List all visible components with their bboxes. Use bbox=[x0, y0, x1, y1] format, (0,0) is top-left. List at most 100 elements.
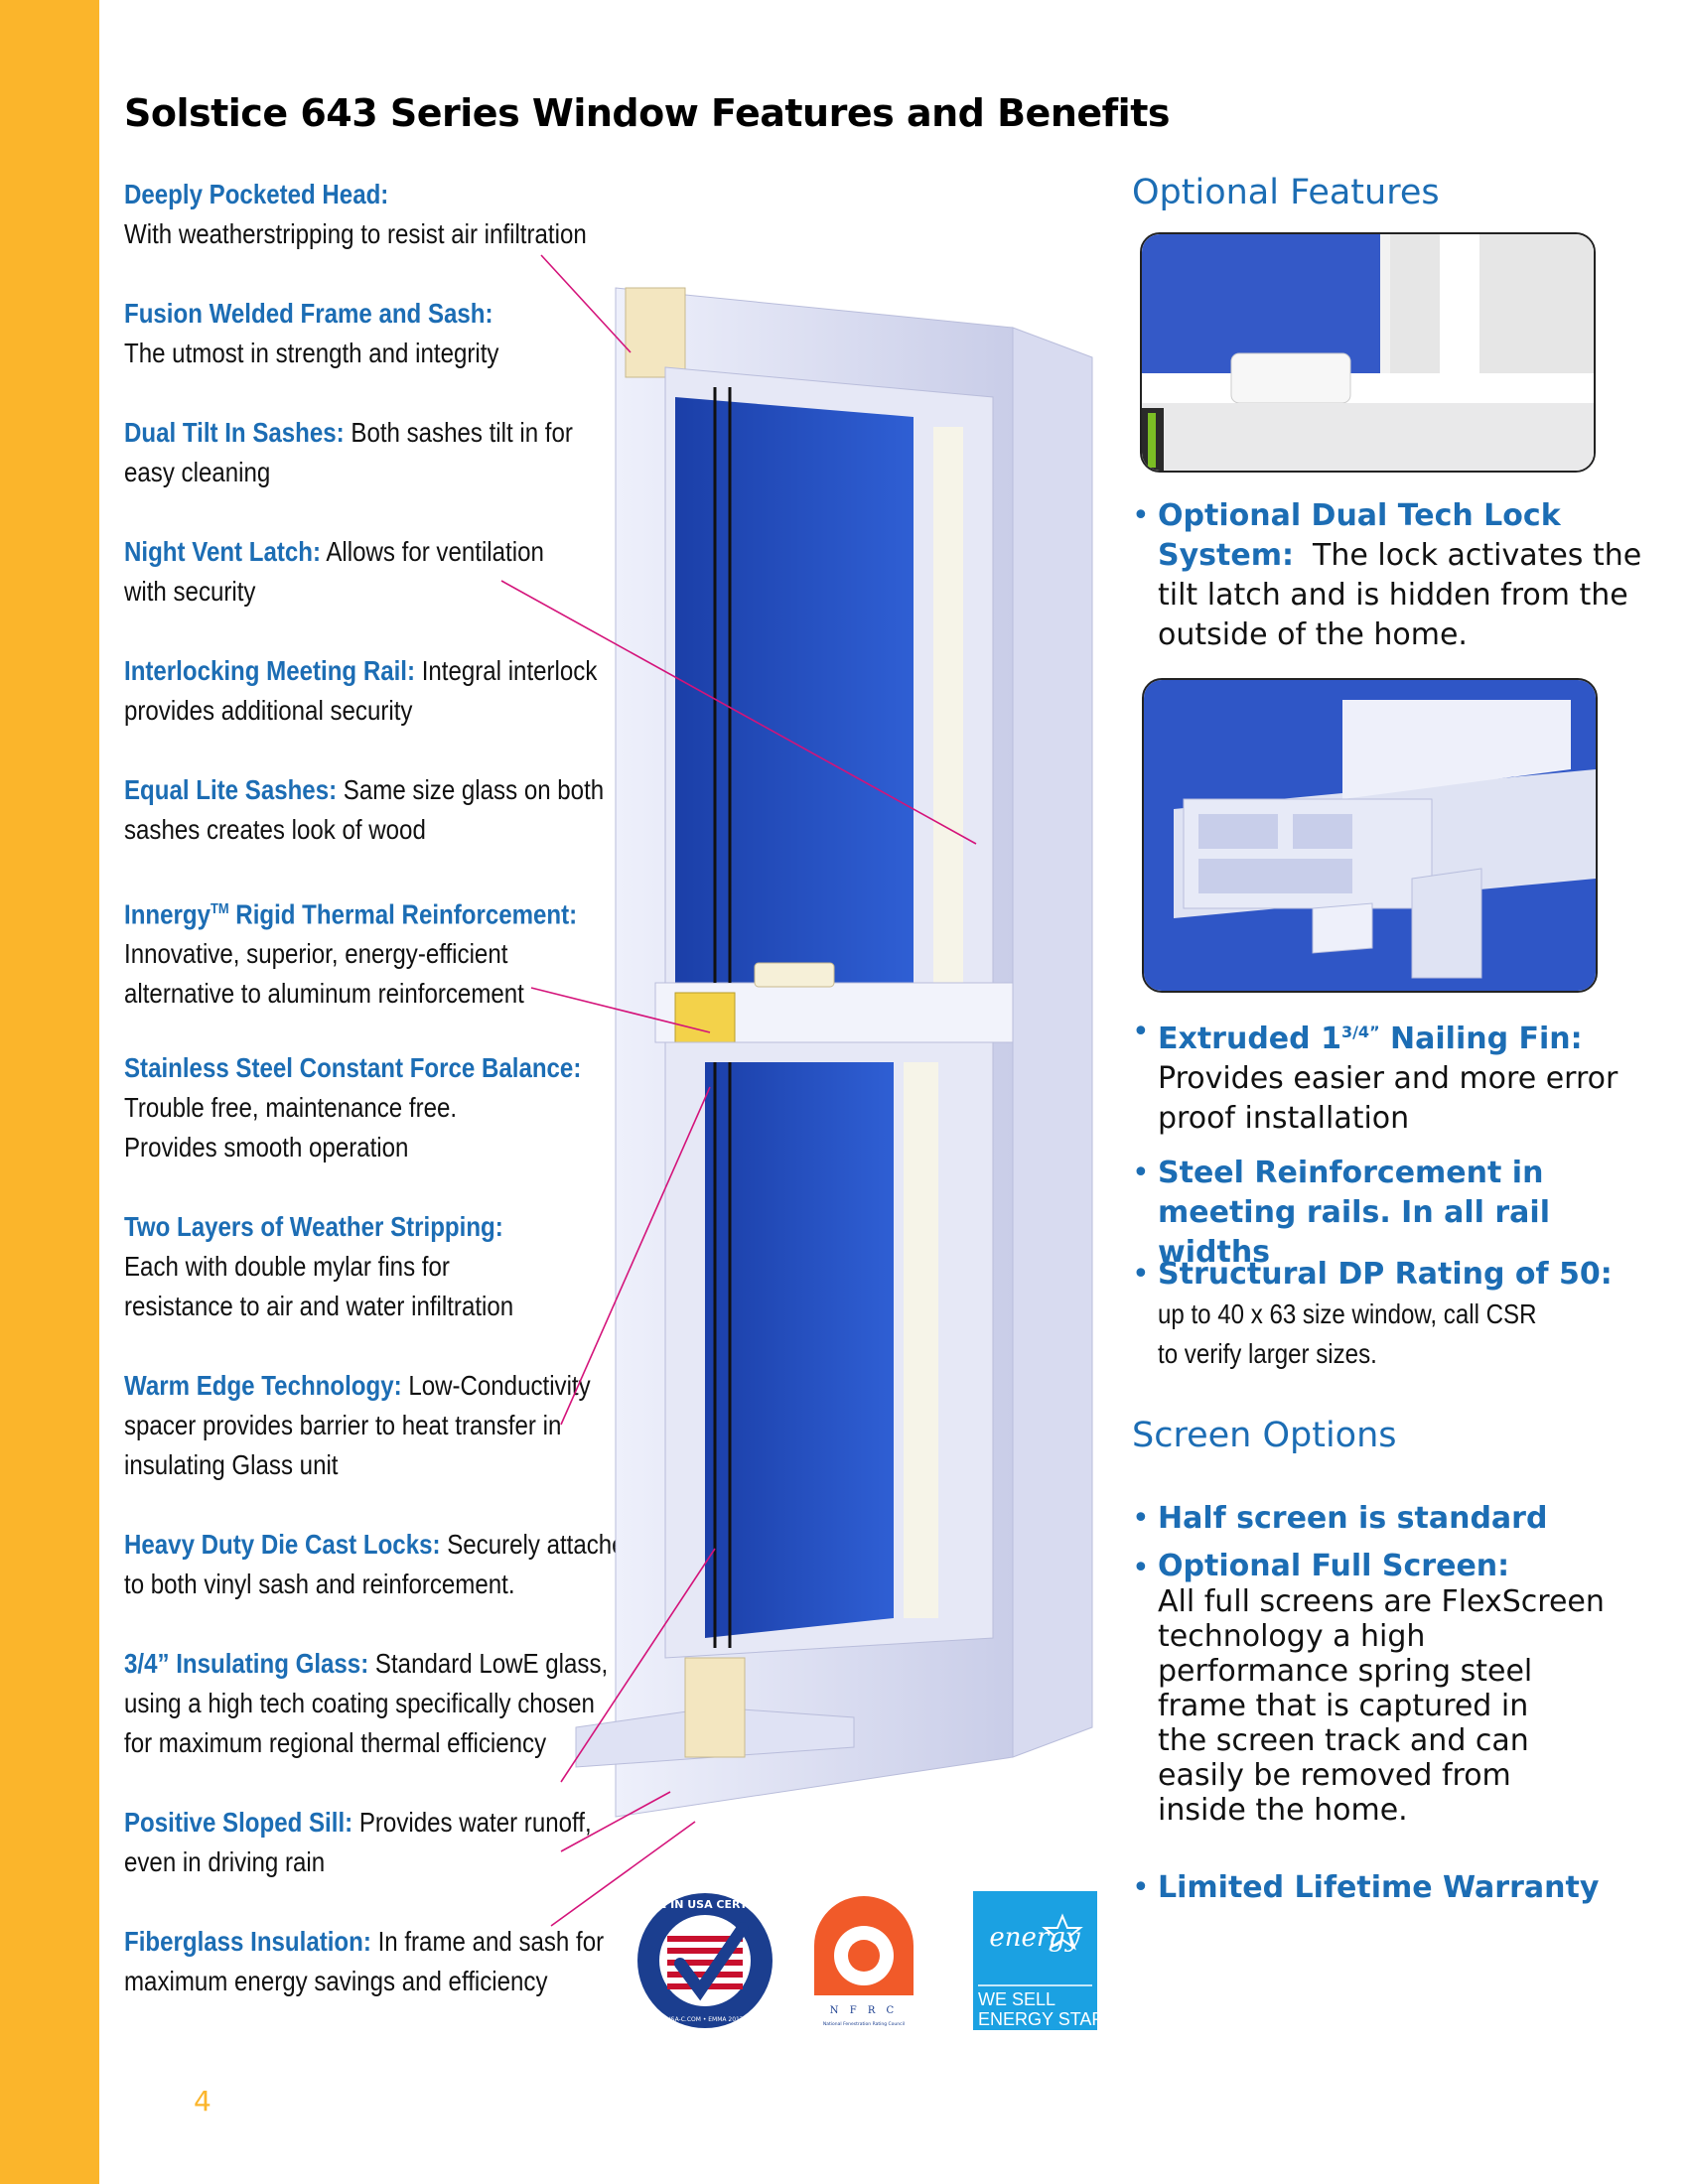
energy-star-line1: WE SELL bbox=[978, 1989, 1055, 2009]
bullet-dot: • bbox=[1132, 1551, 1150, 1585]
feature-label: Fusion Welded Frame and Sash: bbox=[124, 298, 493, 329]
sash-lock bbox=[754, 962, 835, 988]
feature-item: Dual Tilt In Sashes: Both sashes tilt in… bbox=[124, 413, 573, 492]
optional-feature-label: Extruded 1 bbox=[1158, 1022, 1341, 1056]
feature-item: Fiberglass Insulation: In frame and sash… bbox=[124, 1922, 604, 2001]
page-number: 4 bbox=[194, 2085, 211, 2117]
trademark-sup: TM bbox=[210, 900, 229, 917]
optional-feature-label: meeting rails. In all rail widths bbox=[1158, 1195, 1550, 1270]
feature-desc: Provides smooth operation bbox=[124, 1132, 409, 1162]
feature-desc: with security bbox=[124, 576, 256, 607]
feature-desc: using a high tech coating specifically c… bbox=[124, 1688, 595, 1718]
feature-desc: to both vinyl sash and reinforcement. bbox=[124, 1569, 515, 1599]
feature-item: Positive Sloped Sill: Provides water run… bbox=[124, 1803, 592, 1882]
feature-label: Positive Sloped Sill: bbox=[124, 1807, 353, 1838]
bullet-dot: • bbox=[1132, 1870, 1150, 1905]
feature-desc: Low-Conductivity bbox=[408, 1370, 591, 1401]
feature-desc: alternative to aluminum reinforcement bbox=[124, 978, 524, 1010]
optional-feature-desc: Provides easier and more error bbox=[1158, 1061, 1618, 1096]
screen-option-desc: All full screens are FlexScreen bbox=[1158, 1584, 1605, 1619]
energy-script: energy bbox=[989, 1923, 1080, 1953]
feature-label: Interlocking Meeting Rail: bbox=[124, 655, 416, 686]
feature-label: Stainless Steel Constant Force Balance: bbox=[124, 1052, 582, 1083]
optional-feature-desc: up to 40 x 63 size window, call CSR bbox=[1158, 1298, 1537, 1329]
feature-desc: Trouble free, maintenance free. bbox=[124, 1092, 458, 1123]
feature-desc: even in driving rain bbox=[124, 1846, 326, 1877]
warranty-label: Limited Lifetime Warranty bbox=[1158, 1870, 1600, 1905]
energy-star-line2: ENERGY STAR bbox=[978, 2009, 1104, 2029]
optional-feature-desc: proof installation bbox=[1158, 1101, 1410, 1136]
feature-item: Warm Edge Technology: Low-Conductivity s… bbox=[124, 1366, 591, 1485]
feature-label-after: Rigid Thermal Reinforcement: bbox=[228, 898, 578, 930]
upper-glass-reflection bbox=[933, 427, 963, 983]
bullet-dot: • bbox=[1132, 1501, 1150, 1536]
screen-option-label: Optional Full Screen: bbox=[1158, 1549, 1510, 1583]
optional-feature-desc: to verify larger sizes. bbox=[1158, 1338, 1377, 1369]
feature-desc: spacer provides barrier to heat transfer… bbox=[124, 1410, 562, 1440]
made-in-usa-text: MADE IN USA CERTIFIED bbox=[635, 1898, 779, 1911]
window-cutaway-illustration bbox=[575, 287, 1093, 1818]
optional-feature-label: System: bbox=[1158, 538, 1294, 573]
fraction-sup: 3/4” bbox=[1340, 1023, 1380, 1041]
feature-desc: Allows for ventilation bbox=[326, 536, 544, 567]
feature-desc: In frame and sash for bbox=[377, 1926, 605, 1957]
feature-label: Two Layers of Weather Stripping: bbox=[124, 1211, 503, 1242]
screen-option-desc: the screen track and can bbox=[1158, 1723, 1529, 1758]
star-icon bbox=[1042, 1913, 1083, 1951]
feature-label: Warm Edge Technology: bbox=[124, 1370, 402, 1401]
feature-desc: The utmost in strength and integrity bbox=[124, 338, 499, 368]
lower-glass-reflection bbox=[904, 1062, 938, 1618]
feature-desc: Both sashes tilt in for bbox=[351, 417, 573, 448]
lower-glass bbox=[705, 1062, 894, 1638]
feature-item: Fusion Welded Frame and Sash: The utmost… bbox=[124, 294, 551, 373]
optional-feature-label: Structural DP Rating of 50: bbox=[1158, 1257, 1613, 1292]
feature-item: Equal Lite Sashes: Same size glass on bo… bbox=[124, 770, 604, 850]
feature-label: Deeply Pocketed Head: bbox=[124, 179, 389, 209]
optional-feature-desc: tilt latch and is hidden from the bbox=[1158, 578, 1628, 613]
accent-side-bar bbox=[0, 0, 99, 2184]
feature-desc: With weatherstripping to resist air infi… bbox=[124, 218, 587, 249]
bullet-dot: • bbox=[1132, 1156, 1150, 1190]
made-in-usa-seal: MADE IN USA CERTIFIED USA-C.COM • EMMA 2… bbox=[635, 1893, 779, 2028]
screen-option-desc: performance spring steel bbox=[1158, 1654, 1533, 1689]
feature-item: InnergyTM Rigid Thermal Reinforcement: I… bbox=[124, 889, 577, 1014]
feature-desc: maximum energy savings and efficiency bbox=[124, 1966, 548, 1996]
feature-item: 3/4” Insulating Glass: Standard LowE gla… bbox=[124, 1644, 608, 1763]
feature-item: Interlocking Meeting Rail: Integral inte… bbox=[124, 651, 597, 731]
optional-feature-desc: The lock activates the bbox=[1313, 538, 1642, 573]
frame-side bbox=[1012, 327, 1093, 1758]
feature-desc: easy cleaning bbox=[124, 457, 271, 487]
screen-option-desc: inside the home. bbox=[1158, 1793, 1408, 1828]
certification-badges: MADE IN USA CERTIFIED USA-C.COM • EMMA 2… bbox=[635, 1891, 1104, 2030]
optional-feature-label-after: Nailing Fin: bbox=[1379, 1022, 1583, 1056]
nailing-fin-photo bbox=[1142, 678, 1598, 993]
feature-desc: Innovative, superior, energy-efficient bbox=[124, 938, 508, 970]
optional-features-heading: Optional Features bbox=[1132, 173, 1440, 212]
head-profile bbox=[625, 287, 686, 378]
feature-desc: insulating Glass unit bbox=[124, 1449, 339, 1480]
optional-feature-desc: outside of the home. bbox=[1158, 617, 1468, 652]
optional-feature-label: Steel Reinforcement in bbox=[1158, 1156, 1544, 1190]
feature-desc: for maximum regional thermal efficiency bbox=[124, 1727, 547, 1758]
feature-desc: sashes creates look of wood bbox=[124, 814, 426, 845]
meeting-rail-profile bbox=[674, 992, 736, 1043]
feature-label: Equal Lite Sashes: bbox=[124, 774, 338, 805]
feature-desc: resistance to air and water infiltration bbox=[124, 1291, 514, 1321]
screen-option-desc: frame that is captured in bbox=[1158, 1689, 1529, 1723]
feature-label: Night Vent Latch: bbox=[124, 536, 322, 567]
feature-label: Fiberglass Insulation: bbox=[124, 1926, 371, 1957]
feature-item: Two Layers of Weather Stripping: Each wi… bbox=[124, 1207, 551, 1326]
sill-profile bbox=[684, 1657, 746, 1758]
feature-label: Dual Tilt In Sashes: bbox=[124, 417, 345, 448]
bullet-dot: • bbox=[1132, 1015, 1150, 1049]
screen-option-desc: easily be removed from bbox=[1158, 1758, 1511, 1793]
dual-tech-lock-photo bbox=[1140, 232, 1596, 473]
feature-label: Innergy bbox=[124, 898, 211, 930]
bullet-dot: • bbox=[1132, 498, 1150, 533]
feature-item: Heavy Duty Die Cast Locks: Securely atta… bbox=[124, 1525, 638, 1604]
nfrc-logo: N F R C National Fenestration Rating Cou… bbox=[814, 1896, 914, 2027]
optional-feature-label: Optional Dual Tech Lock bbox=[1158, 498, 1561, 533]
bullet-dot: • bbox=[1132, 1257, 1150, 1292]
made-in-usa-small: USA-C.COM • EMMA 2017 bbox=[666, 2016, 744, 2023]
energy-star-logo: energy WE SELL ENERGY STAR bbox=[973, 1891, 1104, 2030]
